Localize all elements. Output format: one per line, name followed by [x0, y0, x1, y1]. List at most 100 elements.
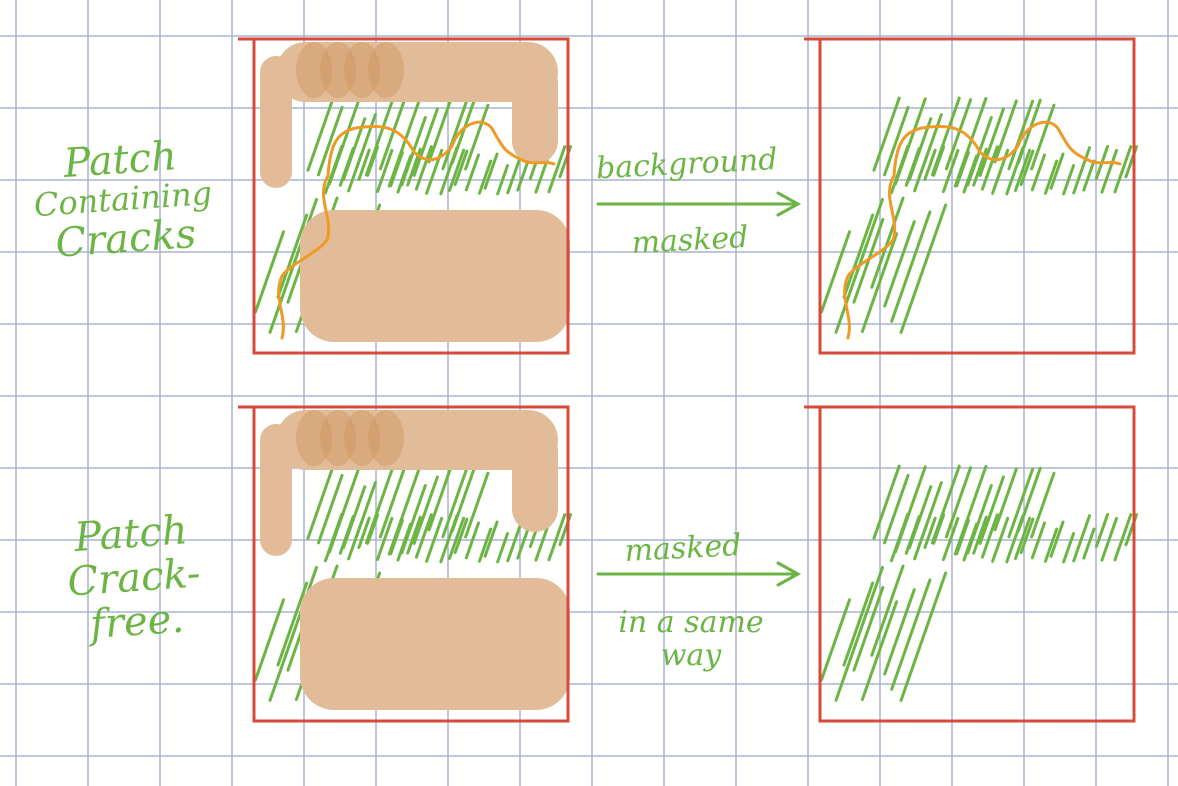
hatch-stroke — [872, 464, 901, 540]
hatch-stroke — [389, 150, 404, 188]
row2-arrow-bottom-line1: in a same — [618, 605, 764, 640]
hatch-stroke — [1007, 99, 1035, 171]
hatch-stroke — [1072, 514, 1092, 563]
mask-overlap-daub — [320, 410, 356, 466]
row1-label: Patch Containing Cracks — [24, 132, 222, 268]
hatch-stroke — [1049, 520, 1065, 558]
hatch-stroke — [1062, 163, 1076, 196]
patch-frame — [252, 37, 570, 355]
hatch-stroke — [496, 163, 510, 196]
hatch-stroke — [842, 581, 875, 667]
hatch-stroke — [1005, 145, 1025, 196]
hatch-stroke — [375, 516, 394, 562]
hatch-stroke — [932, 145, 946, 177]
row2-masked-patch — [804, 405, 1138, 723]
mask-overlap-daub — [344, 42, 380, 98]
hatch-stroke — [276, 213, 309, 299]
hatch-stroke — [414, 145, 433, 191]
hatch-stroke — [941, 148, 960, 194]
hatch-stroke — [883, 588, 916, 676]
hatch-stroke — [1030, 153, 1047, 192]
hatch-stroke — [993, 99, 1018, 164]
hatch-stroke — [453, 517, 469, 555]
hatch-stroke — [913, 154, 929, 193]
hatch-stroke — [306, 464, 335, 540]
hatch-stroke — [323, 144, 344, 195]
hatch-stroke — [338, 515, 355, 555]
hatch-stroke — [347, 522, 363, 561]
hatch-stroke — [447, 148, 466, 193]
hatch-stroke — [547, 513, 567, 562]
hatch-stroke — [883, 220, 916, 308]
hatch-stroke — [412, 475, 439, 545]
hatch-stroke — [396, 522, 413, 562]
hatch-stroke — [852, 585, 885, 672]
hatch-stroke — [496, 531, 510, 564]
hatch-stroke — [516, 159, 530, 192]
hatch-stroke — [378, 466, 407, 539]
hatch-stroke — [904, 147, 921, 187]
hatch-stroke — [834, 565, 885, 702]
hatch-stroke — [819, 230, 851, 314]
row1-arrow — [596, 191, 802, 217]
mask-stroke-top — [276, 410, 558, 470]
hatch-stroke — [316, 473, 344, 545]
mask-overlap-daub — [296, 410, 332, 466]
hatch-stroke — [1043, 527, 1059, 563]
hatch-stroke — [944, 466, 973, 539]
hatch-stroke — [389, 518, 404, 556]
hatch-stroke — [412, 107, 439, 177]
mask-overlap-daub — [344, 410, 380, 466]
hatch-stroke — [1013, 516, 1032, 561]
hatch-stroke — [427, 99, 452, 164]
hatch-stroke — [276, 581, 309, 667]
hatch-stroke — [1113, 513, 1133, 562]
hatch-stroke — [1030, 521, 1047, 560]
hatch-stroke — [447, 516, 466, 561]
mask-overlap-daub — [320, 42, 356, 98]
hatch-stroke — [357, 516, 371, 550]
hatch-stroke — [882, 473, 910, 545]
hatch-stroke — [547, 145, 567, 194]
hatch-stroke — [899, 203, 948, 334]
hatch-stroke — [439, 513, 459, 564]
hatch-stroke — [347, 154, 363, 193]
mask-stroke-right — [512, 428, 558, 532]
hatch-stroke — [819, 598, 851, 682]
hatch-stroke — [889, 512, 910, 563]
hatch-stroke — [1113, 145, 1133, 194]
hatch-stroke — [425, 516, 444, 563]
hatch-stroke — [464, 471, 490, 539]
hatch-stroke — [980, 513, 999, 559]
row1-original-patch — [238, 37, 572, 355]
hatch-stroke — [357, 148, 371, 182]
hatch-stroke — [923, 516, 937, 550]
hatch-stroke — [1030, 103, 1056, 171]
hatch-stroke — [991, 516, 1010, 563]
hatch-stroke — [972, 515, 988, 555]
mask-stroke-top — [276, 42, 558, 102]
mask-block-bottom — [300, 578, 570, 710]
hatch-stroke — [913, 522, 929, 561]
hatch-stroke — [477, 527, 493, 563]
hatch-stroke — [1019, 517, 1035, 555]
hatch-stroke — [253, 230, 285, 314]
row1-masked-patch — [804, 37, 1138, 355]
crack-line — [843, 120, 1122, 340]
hatch-stroke — [904, 515, 921, 555]
hatch-stroke — [316, 105, 344, 177]
crack-line — [277, 120, 556, 340]
hatch-stroke — [932, 513, 946, 545]
hatch-stroke — [870, 564, 905, 657]
mask-overlap-daub — [296, 42, 332, 98]
hatch-stroke — [406, 515, 422, 555]
hatch-stroke — [441, 99, 469, 171]
hatch-stroke — [1062, 531, 1076, 564]
row2-label: Patch Crack- free. — [30, 505, 239, 651]
hatch-stroke — [962, 522, 979, 562]
hatch-stroke — [955, 150, 970, 188]
row2-arrow-bottom-text: in a same way — [596, 606, 786, 672]
hatch-stroke — [516, 527, 530, 560]
hatch-stroke — [1100, 516, 1119, 562]
mask-overlap-daub — [368, 410, 404, 466]
